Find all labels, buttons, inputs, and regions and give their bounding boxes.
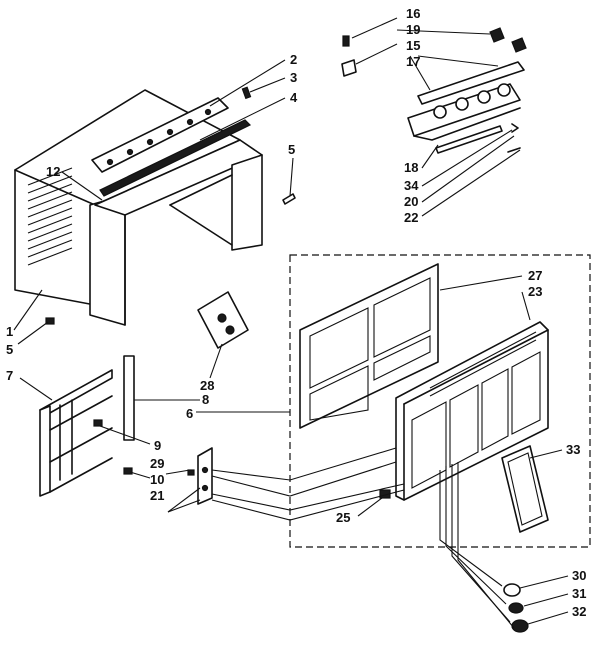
- label-15: 15: [406, 38, 420, 53]
- screw-part-5-bottom: [45, 317, 55, 325]
- strip-part-8: [123, 355, 135, 441]
- label-16: 16: [406, 6, 420, 21]
- front-panel-boundary: [289, 254, 591, 548]
- label-10: 10: [150, 472, 164, 487]
- filter-part-27: [299, 263, 439, 429]
- top-rail-part-2: [91, 97, 229, 173]
- screw-part-5-top: [282, 193, 296, 205]
- side-louvers: [27, 167, 73, 266]
- label-33: 33: [566, 442, 580, 457]
- label-34: 34: [404, 178, 419, 193]
- label-29: 29: [150, 456, 164, 471]
- label-25: 25: [336, 510, 350, 525]
- label-22: 22: [404, 210, 418, 225]
- screw-part-3: [241, 86, 252, 100]
- label-12: 12: [46, 164, 60, 179]
- side-curtain-part-7: [39, 369, 113, 497]
- label-5-bottom: 5: [6, 342, 13, 357]
- label-9: 9: [154, 438, 161, 453]
- door-part-33: [501, 445, 549, 533]
- screw-part-10: [123, 467, 133, 475]
- bracket-assembly: [341, 27, 527, 154]
- bracket-part-21: [187, 447, 213, 505]
- label-20: 20: [404, 194, 418, 209]
- part-labels: 16 19 15 17 2 3 4 12 5 18 34 20 22 27 23…: [6, 6, 586, 619]
- knobs-parts-30-32: [503, 583, 529, 633]
- label-5-top: 5: [288, 142, 295, 157]
- cabinet-wrapper: [14, 89, 263, 326]
- label-3: 3: [290, 70, 297, 85]
- label-4: 4: [290, 90, 298, 105]
- leader-lines: [13, 17, 569, 629]
- label-18: 18: [404, 160, 418, 175]
- label-28: 28: [200, 378, 214, 393]
- label-21: 21: [150, 488, 164, 503]
- label-32: 32: [572, 604, 586, 619]
- label-31: 31: [572, 586, 586, 601]
- label-8: 8: [202, 392, 209, 407]
- label-1: 1: [6, 324, 13, 339]
- bracket-part-28: [197, 291, 249, 349]
- label-30: 30: [572, 568, 586, 583]
- label-6: 6: [186, 406, 193, 421]
- label-27: 27: [528, 268, 542, 283]
- label-17: 17: [406, 54, 420, 69]
- label-7: 7: [6, 368, 13, 383]
- label-19: 19: [406, 22, 420, 37]
- label-2: 2: [290, 52, 297, 67]
- label-23: 23: [528, 284, 542, 299]
- screw-part-9: [93, 419, 103, 427]
